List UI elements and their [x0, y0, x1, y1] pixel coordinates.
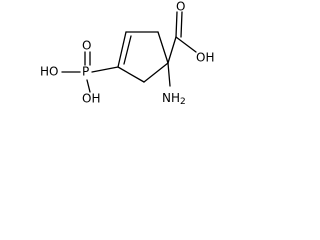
carboxyl-oh-label: OH [196, 51, 214, 65]
phosphorus-hydroxyl-right-label: OH [82, 92, 100, 106]
ring-bond-c2-c3 [157, 31, 169, 64]
phosphorus-label: P [82, 65, 89, 79]
carboxyl-group [167, 11, 197, 64]
bond-c3-amino [167, 62, 171, 87]
cyclopentene-ring [117, 31, 169, 83]
carbonyl-oxygen-label: O [176, 0, 185, 14]
ring-bond-c4-c5 [117, 66, 145, 83]
amino-label: NH2 [162, 91, 186, 107]
carbonyl-double-bond-b [180, 11, 183, 38]
phosphorus-hydroxyl-left-label: HO [40, 65, 58, 79]
ring-double-bond-outer [117, 31, 127, 68]
ring-double-bond-inner [123, 35, 132, 65]
molecule-diagram: O OH NH2 O P HO OH [40, 0, 214, 107]
amino-subscript-label: 2 [180, 97, 186, 107]
bond-carboxyl-oh [175, 36, 197, 53]
carbonyl-double-bond-a [175, 11, 178, 38]
phosphonic-acid-group [61, 51, 119, 93]
bond-c3-carboxyl-c [167, 36, 177, 64]
bond-p-oh-right [86, 79, 91, 93]
bond-c5-phosphorus [91, 66, 119, 73]
amino-n-label: NH [162, 91, 180, 105]
phosphoryl-oxygen-label: O [82, 39, 91, 53]
ring-bond-c3-c4 [143, 62, 169, 83]
